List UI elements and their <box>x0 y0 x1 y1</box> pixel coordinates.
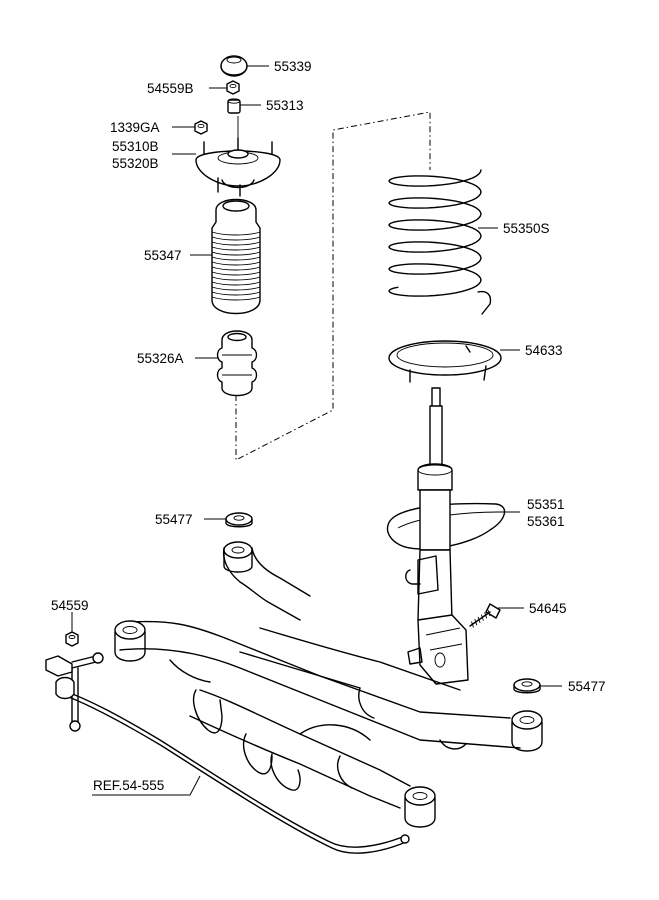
washer-55477-right <box>513 678 541 694</box>
label-54559B: 54559B <box>147 81 194 96</box>
assembly-line <box>235 111 431 461</box>
label-55347: 55347 <box>144 248 182 263</box>
dust-cap-55339 <box>220 55 248 77</box>
label-54633: 54633 <box>525 343 563 358</box>
nut-1339GA <box>194 120 208 135</box>
dust-boot-55347 <box>211 198 261 315</box>
leader-lines <box>71 65 562 796</box>
label-54559: 54559 <box>51 598 89 613</box>
bump-stopper-55326A <box>216 330 258 397</box>
strut-mount-55310B <box>195 116 281 197</box>
label-55326A: 55326A <box>137 351 184 366</box>
label-ref-54-555: REF.54-555 <box>93 778 165 793</box>
label-55350S: 55350S <box>503 221 550 236</box>
label-55361: 55361 <box>527 514 565 529</box>
label-55339: 55339 <box>274 59 312 74</box>
label-55320B: 55320B <box>112 156 159 171</box>
bolt-54645 <box>469 603 501 628</box>
label-55477-top: 55477 <box>155 512 193 527</box>
washer-55477-top <box>225 512 253 528</box>
spring-seat-54633 <box>388 340 502 383</box>
label-55351: 55351 <box>527 497 565 512</box>
nut-54559 <box>65 631 79 647</box>
stabilizer-bar <box>45 652 410 854</box>
coil-spring-55350S <box>388 169 492 315</box>
nut-54559B <box>226 80 240 95</box>
rear-subframe <box>114 541 543 828</box>
label-55313: 55313 <box>266 98 304 113</box>
label-1339GA: 1339GA <box>110 120 160 135</box>
label-54645: 54645 <box>529 601 567 616</box>
bushing-55313 <box>227 98 241 114</box>
label-55477-right: 55477 <box>568 679 606 694</box>
label-55310B: 55310B <box>112 139 159 154</box>
strut-assembly-55351 <box>386 387 506 685</box>
